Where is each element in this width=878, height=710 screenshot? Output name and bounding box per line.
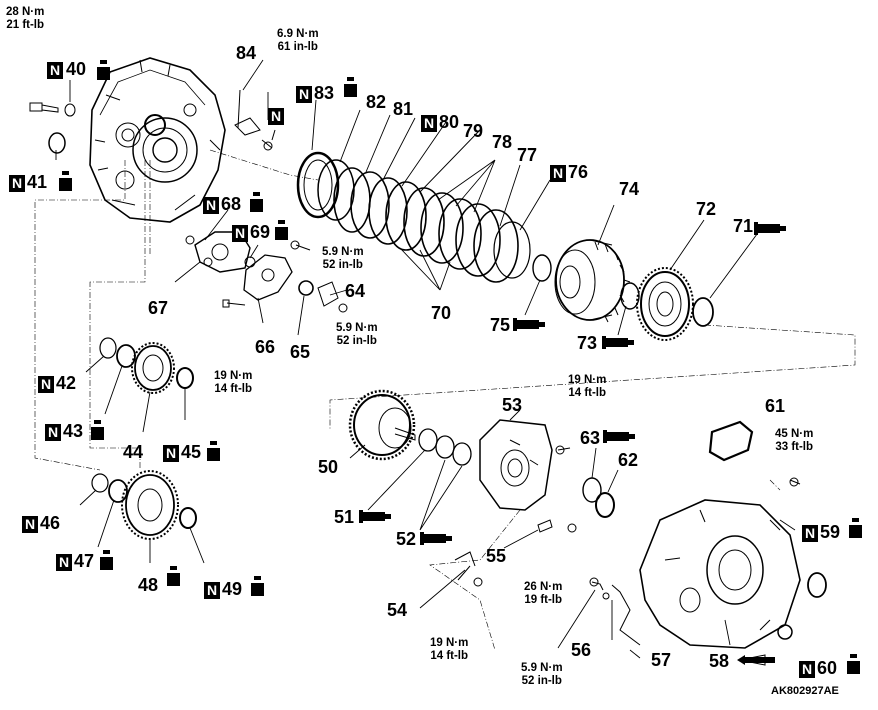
part-63-label: 63 xyxy=(580,428,601,448)
new-part-icon: N xyxy=(47,62,63,79)
sealant-bottle-icon xyxy=(847,654,860,674)
torque-spec-55: 26 N·m 19 ft-lb xyxy=(524,581,563,607)
part-80-label: 80 xyxy=(439,112,460,132)
new-part-icon: N xyxy=(550,165,566,182)
part-71-label: 71 xyxy=(733,216,754,236)
diagram-code: AK802927AE xyxy=(771,685,839,697)
part-40-label: 40 xyxy=(66,59,87,79)
sealant-bottle-icon xyxy=(100,550,113,570)
new-part-icon: N xyxy=(802,525,818,542)
new-part-icon: N xyxy=(163,445,179,462)
leader-lines xyxy=(55,59,796,659)
clutch-hub-50-drawing xyxy=(348,389,416,461)
part-41-label: 41 xyxy=(27,172,48,192)
torque-spec-56: 5.9 N·m 52 in-lb xyxy=(521,662,563,688)
valve-body-parts-drawing xyxy=(185,231,348,313)
new-part-icon: N xyxy=(421,115,437,132)
new-part-icon: N xyxy=(22,516,38,533)
sealant-bottle-icon xyxy=(59,171,72,191)
part-46-label: 46 xyxy=(40,513,61,533)
part-59-label: 59 xyxy=(820,522,841,542)
torque-spec-64: 5.9 N·m 52 in-lb xyxy=(336,322,378,348)
part-68-label: 68 xyxy=(221,194,242,214)
torque-spec-40: 28 N·m 21 ft-lb xyxy=(6,6,45,32)
sealant-bottle-icon xyxy=(250,192,263,212)
new-part-icon: N xyxy=(45,424,61,441)
torque-spec-84: 6.9 N·m 61 in-lb xyxy=(277,28,319,54)
new-part-icon: N xyxy=(9,175,25,192)
torque-spec-53: 19 N·m 14 ft-lb xyxy=(568,374,607,400)
new-part-icon: N xyxy=(799,661,815,678)
sealant-bottle-icon xyxy=(849,518,862,538)
part-53-label: 53 xyxy=(502,395,523,415)
part-45-label: 45 xyxy=(181,442,202,462)
alignment-lines xyxy=(34,149,856,651)
torque-spec-61: 45 N·m 33 ft-lb xyxy=(775,428,814,454)
part-66-label: 66 xyxy=(255,337,276,357)
part-50-label: 50 xyxy=(318,457,339,477)
sealant-bottle-icon xyxy=(251,576,264,596)
part-79-label: 79 xyxy=(463,121,484,141)
sealant-bottle-icon xyxy=(167,566,180,586)
sealant-bottle-icon xyxy=(275,220,288,240)
torque-spec-54: 19 N·m 14 ft-lb xyxy=(430,637,469,663)
part-69-label: 69 xyxy=(250,222,271,242)
sealant-bottle-icon xyxy=(207,441,220,461)
part-54-label: 54 xyxy=(387,600,408,620)
new-part-icon: N xyxy=(268,108,284,125)
part-74-label: 74 xyxy=(619,179,640,199)
new-part-icon: N xyxy=(232,225,248,242)
part-44-label: 44 xyxy=(123,442,144,462)
part-55-label: 55 xyxy=(486,546,507,566)
sealant-bottle-icon xyxy=(97,60,110,80)
cover-53-drawing xyxy=(479,419,553,511)
part-61-label: 61 xyxy=(765,396,786,416)
torque-spec-69: 5.9 N·m 52 in-lb xyxy=(322,246,364,272)
gear-72-drawing xyxy=(636,267,694,341)
part-73-label: 73 xyxy=(577,333,598,353)
new-part-icon: N xyxy=(204,582,220,599)
part-72-label: 72 xyxy=(696,199,717,219)
torque-spec-66: 19 N·m 14 ft-lb xyxy=(214,370,253,396)
part-57-label: 57 xyxy=(651,650,672,670)
part-51-label: 51 xyxy=(334,507,355,527)
part-83-label: 83 xyxy=(314,83,335,103)
differential-48-drawing xyxy=(121,470,179,540)
converter-housing-58-drawing xyxy=(639,499,801,649)
part-70-label: 70 xyxy=(431,303,452,323)
new-part-icon: N xyxy=(38,376,54,393)
part-62-label: 62 xyxy=(618,450,639,470)
part-52-label: 52 xyxy=(396,529,417,549)
part-84-label: 84 xyxy=(236,43,257,63)
part-78-label: 78 xyxy=(492,132,513,152)
sealant-bottle-icon xyxy=(344,77,357,97)
part-49-label: 49 xyxy=(222,579,243,599)
bolt-40-drawing xyxy=(29,102,59,113)
part-48-label: 48 xyxy=(138,575,159,595)
part-58-label: 58 xyxy=(709,651,730,671)
part-43-label: 43 xyxy=(63,421,84,441)
sealant-bottle-icon xyxy=(91,420,104,440)
new-part-icon: N xyxy=(56,554,72,571)
part-42-label: 42 xyxy=(56,373,77,393)
part-64-label: 64 xyxy=(345,281,366,301)
part-75-label: 75 xyxy=(490,315,511,335)
part-60-label: 60 xyxy=(817,658,838,678)
gear-44-drawing xyxy=(131,342,175,394)
part-77-label: 77 xyxy=(517,145,538,165)
clutch-drum-74-drawing xyxy=(554,239,631,323)
part-67-label: 67 xyxy=(148,298,169,318)
part-56-label: 56 xyxy=(571,640,592,660)
part-76-label: 76 xyxy=(568,162,589,182)
new-part-icon: N xyxy=(203,197,219,214)
part-65-label: 65 xyxy=(290,342,311,362)
new-part-icon: N xyxy=(296,86,312,103)
part-81-label: 81 xyxy=(393,99,414,119)
part-47-label: 47 xyxy=(74,551,95,571)
part-82-label: 82 xyxy=(366,92,387,112)
